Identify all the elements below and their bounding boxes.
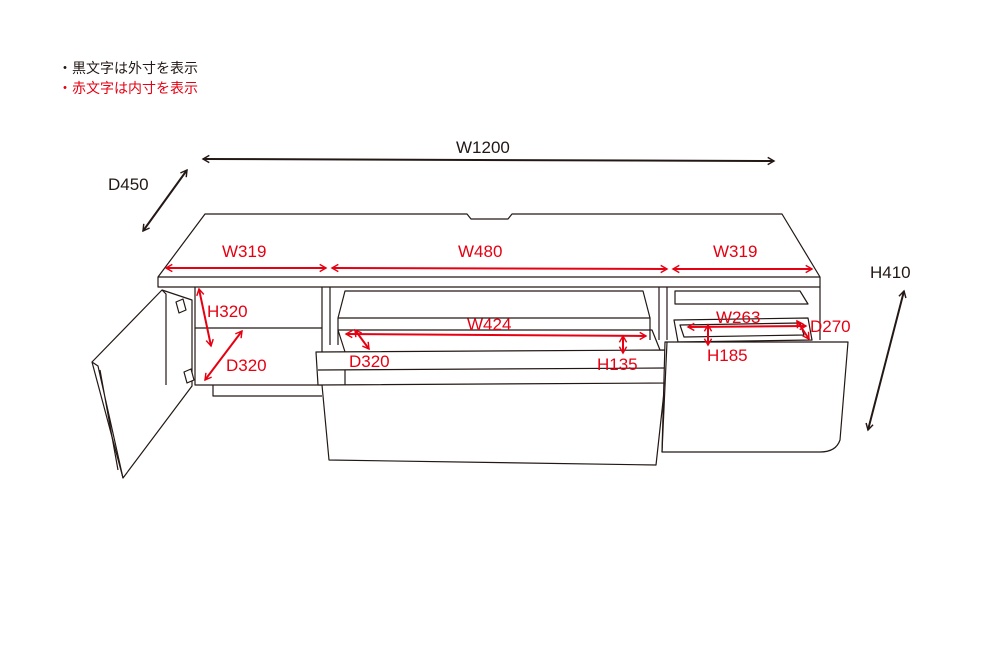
left-door <box>91 289 193 479</box>
left-compartment <box>194 287 322 397</box>
depth-arrow <box>142 168 188 233</box>
drawer-width-arrow <box>344 329 648 341</box>
label-left-width: W319 <box>222 242 266 261</box>
center-drawer-front-lip <box>317 367 666 371</box>
hinge-top <box>175 298 187 314</box>
label-drawer-depth: D320 <box>349 352 390 371</box>
label-drawer-width: W424 <box>467 315 511 334</box>
right-shelf <box>674 290 809 305</box>
center-width-arrow <box>330 263 669 274</box>
label-left-height: H320 <box>207 302 248 321</box>
label-right-width: W319 <box>713 242 757 261</box>
hinge-bottom <box>183 368 195 384</box>
label-height-outer: H410 <box>870 263 911 282</box>
height-arrow <box>865 289 907 432</box>
left-depth-arrow <box>204 329 243 382</box>
right-drawer-front <box>661 341 849 453</box>
center-drawer-body <box>321 382 666 466</box>
dimension-labels: W1200 D450 H410 W319 W480 W319 H320 D320… <box>108 138 911 375</box>
left-door-edge <box>91 289 167 479</box>
drawer-depth-arrow <box>354 328 370 351</box>
width-arrow <box>201 154 776 166</box>
top-front-edge <box>157 277 821 288</box>
label-left-depth: D320 <box>226 356 267 375</box>
label-right-drawer-height: H185 <box>707 346 748 365</box>
label-depth-outer: D450 <box>108 175 149 194</box>
label-center-width: W480 <box>458 242 502 261</box>
furniture-outline <box>91 213 849 479</box>
legend-inner-dimensions: ・赤文字は内寸を表示 <box>58 80 198 96</box>
label-right-drawer-width: W263 <box>716 308 760 327</box>
label-drawer-height: H135 <box>597 355 638 374</box>
inner-dimension-arrows <box>164 263 814 382</box>
top-surface <box>157 213 821 278</box>
outer-dimension-arrows <box>142 154 907 432</box>
label-right-drawer-depth: D270 <box>810 317 851 336</box>
legend-outer-dimensions: ・黒文字は外寸を表示 <box>58 60 198 76</box>
right-drawer-depth-arrow <box>796 319 810 341</box>
label-width-outer: W1200 <box>456 138 510 157</box>
right-drawer-box <box>673 317 813 343</box>
right-drawer-side <box>661 341 668 453</box>
partition-right <box>658 287 668 340</box>
